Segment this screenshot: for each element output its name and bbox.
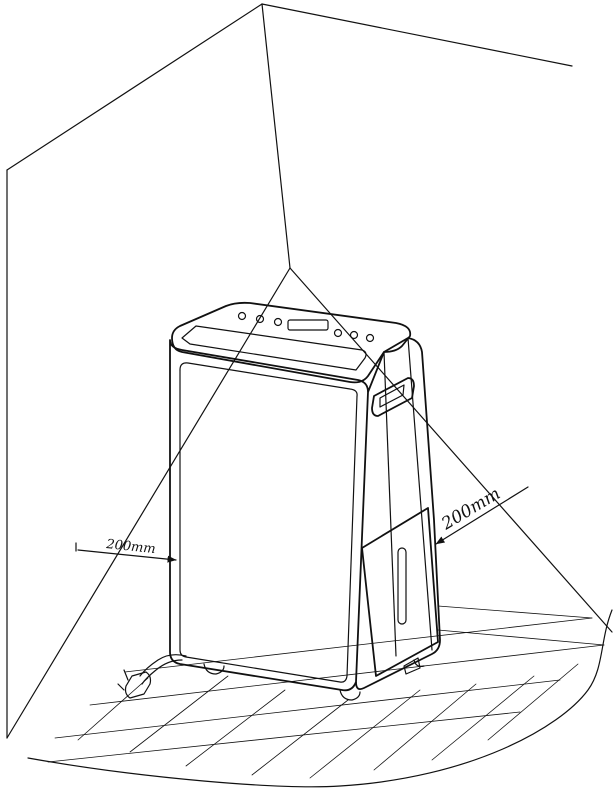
control-button: [237, 311, 247, 321]
floor-wall-line-right: [289, 267, 613, 633]
side-clearance-label: 200mm: [105, 537, 157, 557]
display-screen: [287, 319, 329, 331]
dehumidifier-unit: [169, 301, 441, 701]
tank-window: [397, 547, 407, 625]
plug-icon: [124, 671, 152, 699]
wheel: [339, 689, 361, 701]
wall-corner-line: [261, 3, 291, 269]
power-cord: [117, 654, 187, 699]
unit-top-panel: [171, 301, 412, 384]
control-panel: [237, 311, 375, 343]
wall-top-edge-right: [261, 3, 573, 67]
control-button: [333, 328, 343, 338]
floor-tiles: [47, 605, 605, 779]
wheel: [413, 659, 425, 667]
water-tank: [361, 507, 439, 677]
unit-side-face: [355, 337, 441, 691]
top-recess: [181, 325, 367, 371]
control-button: [273, 317, 283, 327]
side-clearance-dimension: 200mm: [75, 537, 177, 563]
wheel: [203, 663, 225, 675]
unit-front-face: [169, 339, 369, 692]
floor-wall-line-left: [6, 267, 291, 739]
carry-handle: [371, 377, 415, 417]
back-clearance-dimension: 200mm: [435, 484, 529, 545]
floor-edge: [27, 609, 613, 788]
control-button: [255, 314, 265, 324]
wall-top-edge-left: [6, 3, 263, 171]
back-clearance-label: 200mm: [437, 484, 504, 535]
control-button: [349, 330, 359, 340]
room-walls: [6, 3, 613, 739]
control-button: [365, 333, 375, 343]
